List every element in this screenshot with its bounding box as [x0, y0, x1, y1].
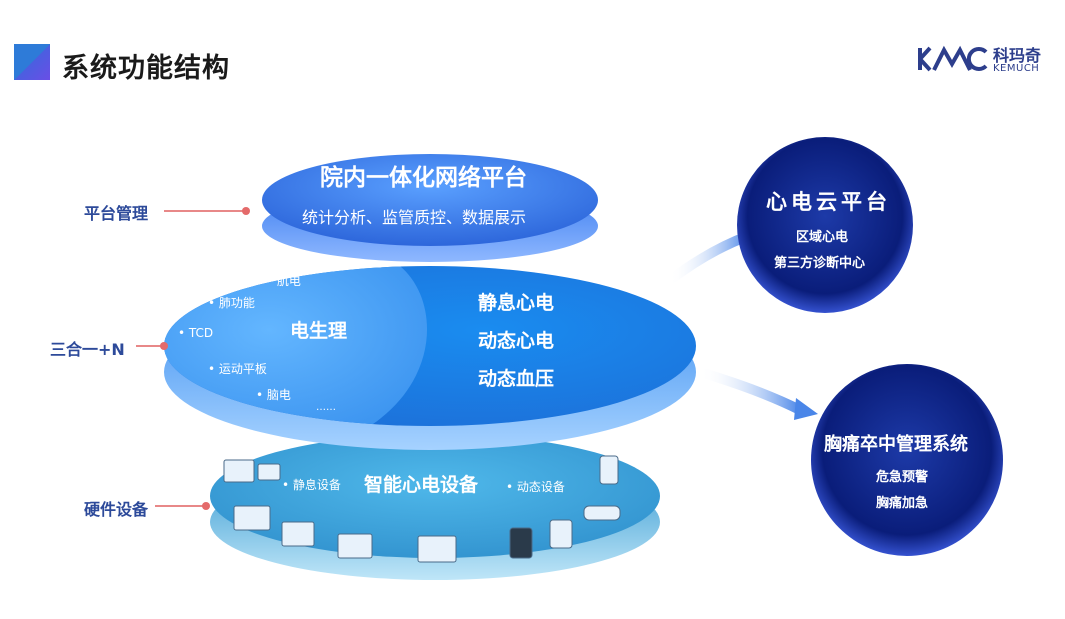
- bottom-disc: [210, 434, 660, 558]
- regional-ecg-label: 区域心电: [796, 230, 849, 245]
- platform-management-label: 平台管理: [84, 204, 149, 223]
- top-disc-title: 院内一体化网络平台: [320, 165, 527, 191]
- dynamic-ecg-label: 动态心电: [478, 330, 555, 352]
- chest-pain-circle: [811, 364, 1003, 556]
- bullet-item: • 肺功能: [208, 296, 255, 310]
- cloud-platform-title: 心电云平台: [766, 190, 891, 214]
- title-accent-mark: [14, 44, 50, 80]
- three-in-one-label: 三合一+N: [50, 340, 125, 359]
- bullet-item: • 运动平板: [208, 362, 267, 376]
- bullet-item: • 肌电: [266, 274, 301, 288]
- page-title: 系统功能结构: [62, 53, 230, 84]
- top-disc: [262, 154, 598, 246]
- resting-device-label: • 静息设备: [282, 478, 341, 492]
- arrow-head-chest-icon: [794, 398, 818, 420]
- chest-pain-urgent-label: 胸痛加急: [876, 496, 929, 511]
- third-party-center-label: 第三方诊断中心: [774, 256, 866, 271]
- cloud-platform-circle: [737, 137, 913, 313]
- kemuch-logo-icon: [918, 45, 988, 72]
- logo-name-en: KEMUCH: [993, 63, 1040, 74]
- top-disc-subtitle: 统计分析、监管质控、数据展示: [302, 208, 527, 227]
- arrow-to-chest: [695, 367, 805, 415]
- electrophysiology-title: 电生理: [290, 320, 348, 342]
- bullet-item: • 脑电: [256, 388, 291, 402]
- dynamic-device-label: • 动态设备: [506, 480, 565, 494]
- middle-disc-left-section: [164, 266, 427, 426]
- chest-pain-system-title: 胸痛卒中管理系统: [824, 434, 968, 455]
- critical-alert-label: 危急预警: [876, 470, 929, 485]
- bullet-item: • TCD: [178, 326, 214, 340]
- dynamic-bp-label: 动态血压: [478, 368, 555, 390]
- hardware-label: 硬件设备: [84, 500, 149, 519]
- bullet-ellipsis: ……: [316, 402, 336, 413]
- arrow-to-cloud: [665, 231, 753, 285]
- logo-name-cn: 科玛奇: [993, 46, 1042, 65]
- resting-ecg-label: 静息心电: [478, 292, 555, 314]
- smart-ecg-device-title: 智能心电设备: [364, 474, 479, 496]
- device-icons: [223, 455, 621, 563]
